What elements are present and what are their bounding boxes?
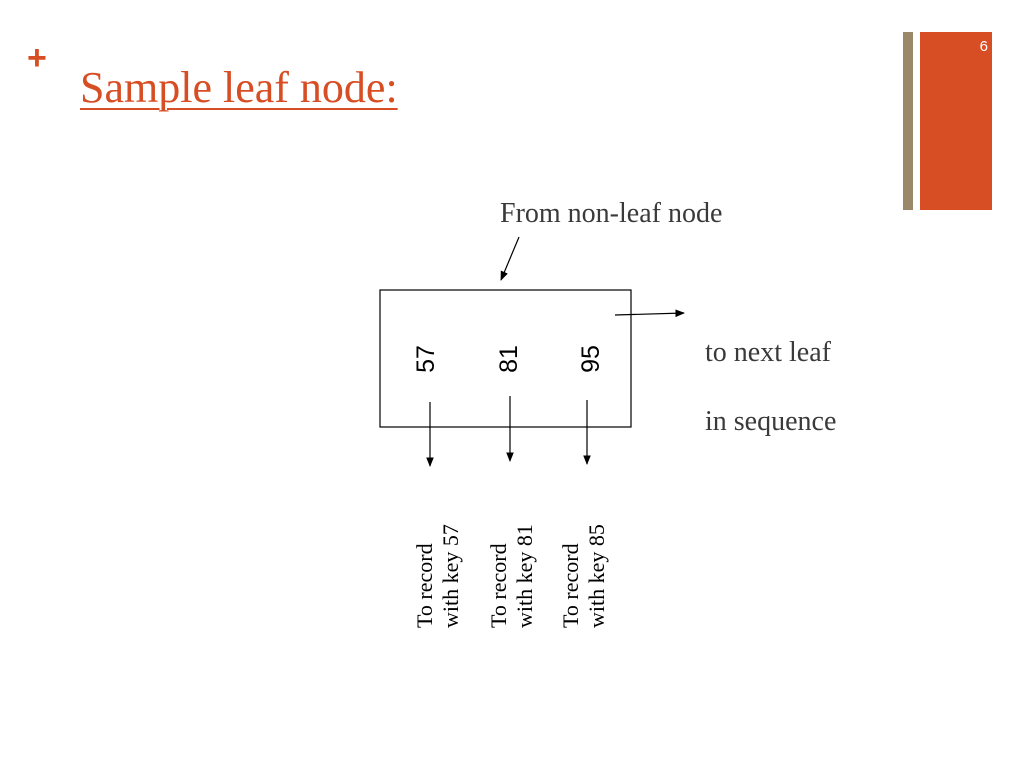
- next-leaf-label: to next leaf: [705, 337, 831, 368]
- record-label-line1: To record: [486, 543, 511, 628]
- slide-title: Sample leaf node:: [80, 63, 398, 112]
- in-sequence-label: in sequence: [705, 406, 837, 437]
- bullet-plus-icon: +: [27, 39, 47, 77]
- key-95: 95: [577, 345, 605, 373]
- arrow-to-next-leaf: [614, 309, 685, 318]
- record-label-85: To record with key 85: [558, 488, 614, 628]
- record-label-line1: To record: [558, 543, 583, 628]
- record-label-line2: with key 85: [584, 524, 609, 628]
- record-label-line2: with key 81: [512, 524, 537, 628]
- record-label-line1: To record: [412, 543, 437, 628]
- accent-bar-orange: [920, 32, 992, 210]
- leaf-node-box: [379, 289, 632, 428]
- arrow-from-non-leaf: [500, 236, 520, 281]
- record-label-81: To record with key 81: [486, 488, 542, 628]
- record-label-line2: with key 57: [438, 524, 463, 628]
- record-label-57: To record with key 57: [412, 488, 468, 628]
- accent-bar-tan: [903, 32, 913, 210]
- key-81: 81: [495, 345, 523, 373]
- slide-number: 6: [979, 38, 988, 55]
- from-non-leaf-label: From non-leaf node: [500, 198, 723, 229]
- key-57: 57: [412, 345, 440, 373]
